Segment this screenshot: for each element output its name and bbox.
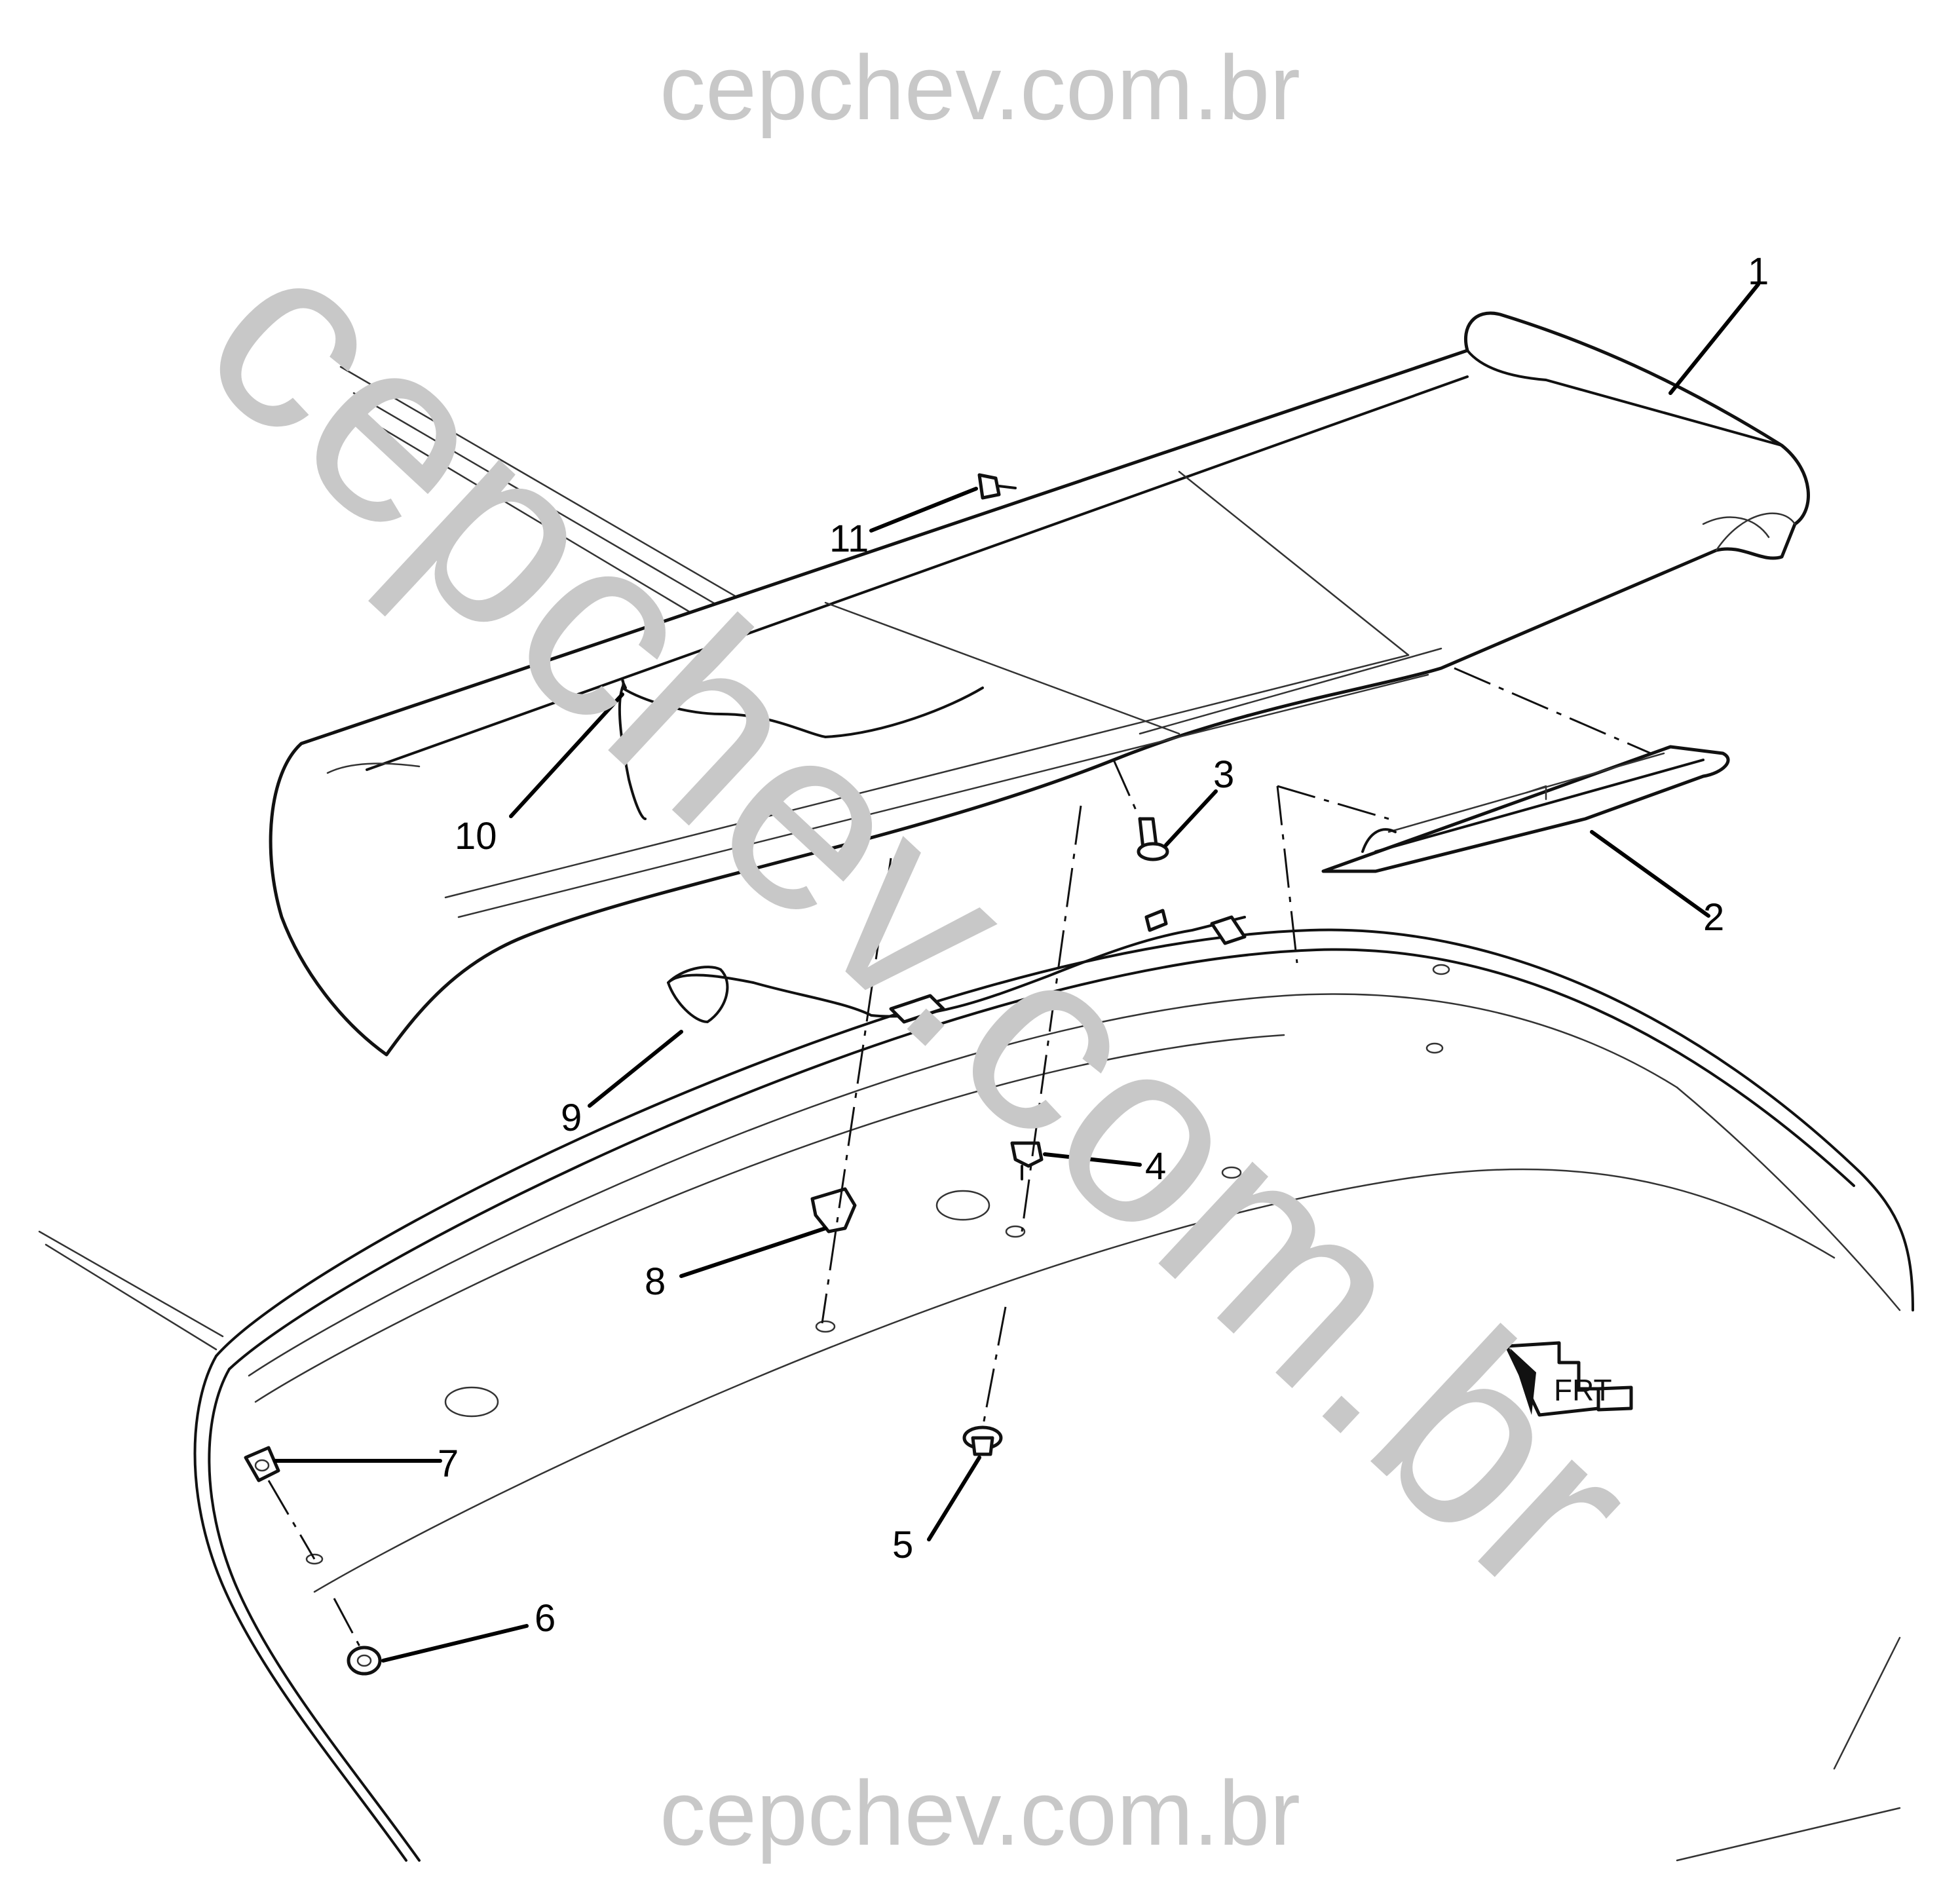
spoiler-harness [618, 679, 984, 820]
body-harness [667, 909, 1247, 1024]
callout-9: 9 [561, 1097, 582, 1139]
fastener-6 [347, 1646, 382, 1676]
callout-5: 5 [892, 1524, 913, 1566]
callout-3: 3 [1213, 753, 1234, 796]
callout-2: 2 [1703, 896, 1724, 939]
callout-11: 11 [829, 518, 869, 560]
leader-lines [273, 282, 1760, 1663]
fastener-11 [977, 473, 1017, 500]
fastener-7 [244, 1446, 280, 1482]
callout-labels: 1 2 3 4 5 6 7 8 9 10 11 [438, 250, 1769, 1640]
callout-7: 7 [438, 1442, 459, 1485]
fastener-3 [1137, 817, 1169, 861]
front-indicator: FRT [1505, 1341, 1633, 1417]
trunk-lid [193, 928, 1914, 1862]
fastener-5 [962, 1425, 1003, 1456]
callout-1: 1 [1748, 250, 1769, 293]
assembly-lines [267, 667, 1651, 1648]
callout-6: 6 [535, 1597, 556, 1640]
stop-lamp [1321, 745, 1730, 873]
watermark-top: cepchev.com.br [660, 36, 1300, 139]
fastener-8 [810, 1187, 857, 1234]
watermark-bottom: cepchev.com.br [660, 1762, 1300, 1864]
callout-10: 10 [455, 815, 497, 857]
callout-8: 8 [645, 1260, 666, 1303]
callout-4: 4 [1145, 1145, 1166, 1188]
frt-label: FRT [1554, 1373, 1612, 1407]
